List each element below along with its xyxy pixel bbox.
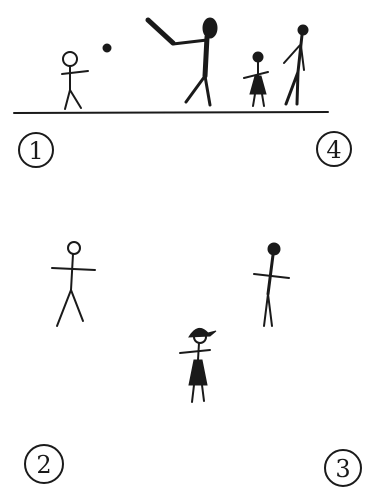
cap: [189, 328, 216, 337]
bat: [148, 20, 173, 43]
corner-number-4: 4: [326, 136, 341, 164]
ball: [103, 44, 111, 52]
corner-label-1: 1: [19, 133, 53, 167]
waiting-child-figure: [244, 52, 268, 106]
corner-number-1: 1: [28, 137, 43, 165]
ground-line: [14, 112, 328, 113]
pitcher-figure: [62, 52, 88, 109]
corner-label-4: 4: [317, 132, 351, 166]
fielder-right-figure: [254, 243, 289, 326]
corner-label-2: 2: [25, 445, 63, 483]
fielder-center-figure: [180, 328, 216, 402]
batter-figure: [148, 18, 217, 105]
fielder-left-figure: [52, 242, 95, 326]
corner-number-3: 3: [335, 455, 350, 483]
waiting-adult-figure: [284, 25, 308, 104]
corner-label-3: 3: [325, 450, 361, 486]
corner-number-2: 2: [36, 451, 51, 479]
